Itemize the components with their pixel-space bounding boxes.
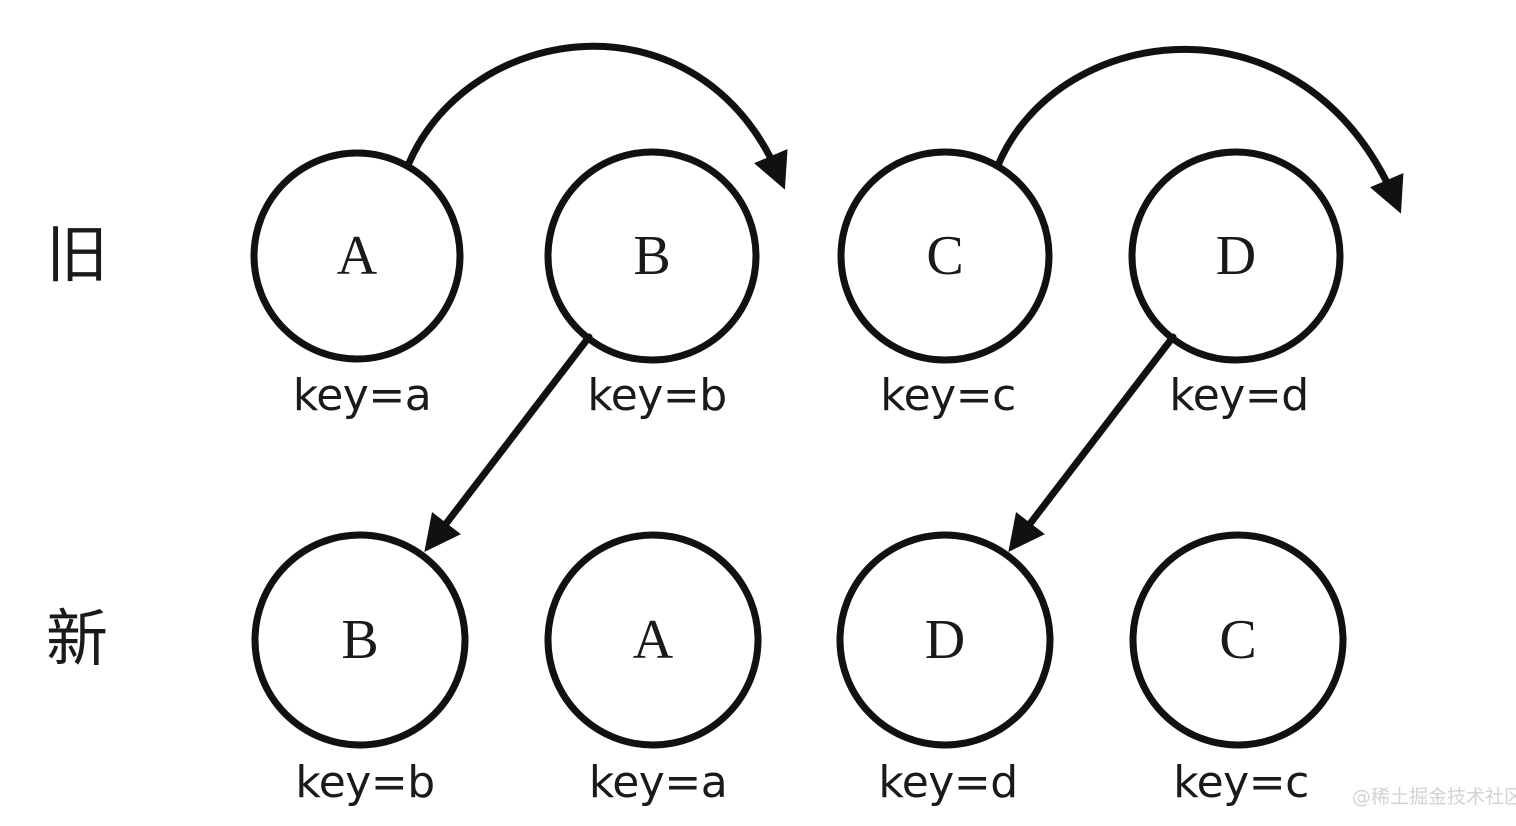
- node-letter-new-b: B: [341, 609, 379, 671]
- node-circle-new-b[interactable]: [251, 531, 469, 749]
- edge-diag-old-b-to-new-b: [424, 333, 593, 553]
- key-label-old-c: key=c: [880, 370, 1016, 421]
- node-letter-new-d: D: [924, 609, 966, 671]
- node-circle-new-a[interactable]: [544, 531, 762, 749]
- node-letter-old-b: B: [633, 225, 671, 287]
- edge-arc-c-over-d: [995, 45, 1404, 214]
- node-circle-old-c[interactable]: [837, 148, 1053, 364]
- row-label-old: 旧: [45, 218, 108, 291]
- watermark: @稀土掘金技术社区: [1352, 786, 1516, 808]
- edge-arc-a-over-b: [405, 42, 788, 190]
- node-circle-new-d[interactable]: [836, 531, 1054, 749]
- node-circle-old-a[interactable]: [250, 149, 464, 363]
- node-letter-old-c: C: [926, 225, 964, 287]
- key-label-new-a: key=a: [588, 757, 728, 808]
- node-letter-old-d: D: [1215, 225, 1257, 287]
- key-label-old-a: key=a: [292, 370, 432, 421]
- node-circle-old-d[interactable]: [1128, 148, 1344, 364]
- key-label-new-c: key=c: [1173, 757, 1309, 808]
- node-letter-new-a: A: [632, 609, 674, 671]
- key-label-old-b: key=b: [587, 370, 727, 421]
- key-label-new-b: key=b: [295, 757, 435, 808]
- key-label-new-d: key=d: [878, 757, 1018, 808]
- node-letter-old-a: A: [336, 225, 378, 287]
- node-circle-old-b[interactable]: [544, 148, 760, 364]
- edge-diag-old-d-to-new-d: [1008, 333, 1177, 553]
- key-label-old-d: key=d: [1169, 370, 1309, 421]
- node-circle-new-c[interactable]: [1129, 531, 1347, 749]
- row-label-new: 新: [45, 602, 108, 675]
- node-letter-new-c: C: [1219, 609, 1257, 671]
